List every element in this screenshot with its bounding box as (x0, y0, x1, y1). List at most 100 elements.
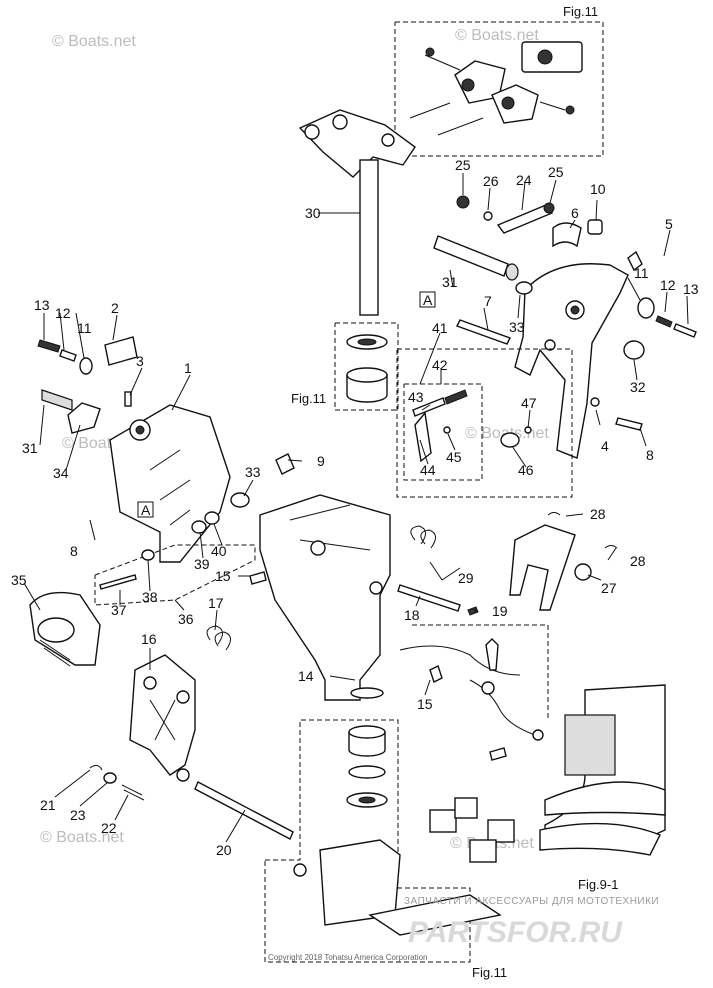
part-label-47: 47 (521, 395, 537, 411)
part-label-36: 36 (178, 611, 194, 627)
part-label-42: 42 (432, 357, 448, 373)
part-label-28a: 28 (590, 506, 606, 522)
clip-part-19 (467, 606, 479, 616)
part-label-35: 35 (11, 572, 27, 588)
part-label-22: 22 (101, 820, 117, 836)
part-label-38: 38 (142, 589, 158, 605)
part-label-28b: 28 (630, 553, 646, 569)
part-label-40: 40 (211, 543, 227, 559)
watermark-1: © Boats.net (52, 33, 136, 50)
part-label-14: 14 (298, 668, 314, 684)
lower-clamp-parts (293, 839, 502, 936)
small-parts-2-3-11-13-left (37, 336, 138, 434)
part-label-30: 30 (305, 205, 321, 221)
fig11-bottom-box (264, 719, 471, 963)
tilt-lock-part-27 (509, 512, 618, 611)
assembly-43-box (403, 383, 483, 481)
washer-33 (515, 281, 533, 295)
part-label-5: 5 (665, 216, 673, 232)
part-label-31b: 31 (22, 440, 38, 456)
part-label-45: 45 (446, 449, 462, 465)
part-label-20: 20 (216, 842, 232, 858)
fig11-mid-box (334, 322, 399, 411)
part-label-1: 1 (184, 360, 192, 376)
bolt-parts-37-40 (99, 511, 220, 590)
part-label-12b: 12 (660, 277, 676, 293)
part-label-27: 27 (601, 580, 617, 596)
part-label-13a: 13 (34, 297, 50, 313)
lower-unit-outline (539, 684, 666, 856)
stern-bracket-part-16 (129, 654, 196, 782)
copyright-text: Copyright 2018 Tohatsu America Corporati… (268, 953, 428, 962)
ground-wire-box (412, 624, 549, 720)
part-label-43: 43 (408, 389, 424, 405)
part-label-11a: 11 (77, 320, 92, 336)
shaft-part-20 (194, 781, 294, 840)
pin-part-7 (456, 319, 511, 345)
svg-text:A: A (141, 502, 151, 518)
part-label-7: 7 (484, 293, 492, 309)
part-label-12a: 12 (55, 305, 71, 321)
section-mark-a-1: A (419, 291, 436, 308)
lever-parts-43-46 (412, 389, 532, 463)
part-label-37: 37 (111, 602, 127, 618)
part-label-41: 41 (432, 320, 448, 336)
steering-bracket-assembly (409, 41, 583, 136)
part-label-6: 6 (571, 205, 579, 221)
shaft-bushings-upper (346, 334, 388, 403)
handle-part-35 (29, 591, 101, 667)
part-label-44: 44 (420, 462, 436, 478)
part-label-2: 2 (111, 300, 119, 316)
grease-nipples-15 (249, 571, 443, 683)
part-label-21: 21 (40, 797, 56, 813)
brand-tagline: ЗАПЧАСТИ И АКСЕССУАРЫ ДЛЯ МОТОТЕХНИКИ (404, 896, 659, 907)
part-label-33a: 33 (509, 319, 525, 335)
part-label-15b: 15 (417, 696, 433, 712)
part-label-17: 17 (208, 595, 224, 611)
fig-ref-bottom: Fig.11 (472, 965, 507, 980)
part-label-23: 23 (70, 807, 86, 823)
steering-shaft-part-30 (298, 109, 416, 316)
part-label-46: 46 (518, 462, 534, 478)
assembly-36-box (94, 544, 256, 606)
part-label-9: 9 (317, 453, 325, 469)
part-label-31a: 31 (442, 274, 458, 290)
part-label-8b: 8 (646, 447, 654, 463)
part-label-33b: 33 (245, 464, 261, 480)
fig11-top-box (394, 21, 604, 157)
part-label-34: 34 (53, 465, 69, 481)
part-label-16: 16 (141, 631, 157, 647)
part-label-19: 19 (492, 603, 508, 619)
part-label-25b: 25 (548, 164, 564, 180)
watermark-5: © Boats.net (40, 829, 124, 846)
fig-ref-top: Fig.11 (563, 4, 598, 19)
fig-ref-middle: Fig.11 (291, 391, 326, 406)
part-label-8a: 8 (70, 543, 78, 559)
part-label-15a: 15 (215, 568, 231, 584)
small-parts-33-9 (230, 453, 295, 508)
part-label-24: 24 (516, 172, 532, 188)
swivel-case-part-14 (259, 494, 391, 701)
svg-text:A: A (423, 292, 433, 308)
ground-wire-assembly (399, 638, 544, 761)
part-label-29: 29 (458, 570, 474, 586)
shaft-bushings-lower (346, 725, 388, 808)
part-label-32: 32 (630, 379, 646, 395)
part-label-4: 4 (601, 438, 609, 454)
spring-part-29 (410, 525, 443, 581)
brand-name: PARTSFOR.RU (408, 916, 623, 949)
small-parts-21-23 (89, 764, 145, 801)
spring-part-17 (206, 625, 231, 651)
small-parts-24-26 (456, 195, 643, 272)
section-mark-a-2: A (137, 501, 154, 518)
assembly-41-box (396, 348, 573, 498)
part-label-10: 10 (590, 181, 606, 197)
part-label-18: 18 (404, 607, 420, 623)
part-label-13b: 13 (683, 281, 699, 297)
leader-lines (23, 173, 689, 843)
bolt-parts-11-13-right (615, 297, 697, 431)
section-mark-a-3: A (0, 0, 10, 3)
part-label-39: 39 (194, 556, 210, 572)
tilt-pin-part-31 (433, 235, 519, 281)
